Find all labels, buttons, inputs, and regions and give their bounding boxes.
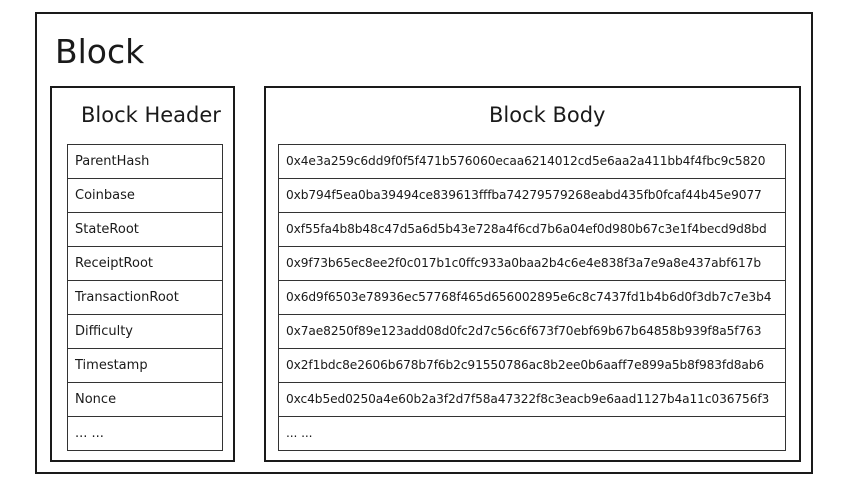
header-field-ellipsis: ... ... [68, 417, 222, 451]
header-field-nonce: Nonce [68, 383, 222, 417]
transaction-hash-row: 0x7ae8250f89e123add08d0fc2d7c56c6f673f70… [279, 315, 785, 349]
header-field-timestamp: Timestamp [68, 349, 222, 383]
block-header-panel [50, 86, 235, 462]
block-body-title: Block Body [489, 103, 606, 127]
transaction-hash-row: 0xb794f5ea0ba39494ce839613fffba742795792… [279, 179, 785, 213]
header-field-parenthash: ParentHash [68, 145, 222, 179]
header-field-difficulty: Difficulty [68, 315, 222, 349]
header-field-coinbase: Coinbase [68, 179, 222, 213]
transaction-hash-row: 0xc4b5ed0250a4e60b2a3f2d7f58a47322f8c3ea… [279, 383, 785, 417]
header-field-stateroot: StateRoot [68, 213, 222, 247]
block-container [35, 12, 813, 474]
transaction-hash-row: 0x6d9f6503e78936ec57768f465d656002895e6c… [279, 281, 785, 315]
transaction-hash-row: 0x9f73b65ec8ee2f0c017b1c0ffc933a0baa2b4c… [279, 247, 785, 281]
header-field-transactionroot: TransactionRoot [68, 281, 222, 315]
transaction-hash-row: 0x4e3a259c6dd9f0f5f471b576060ecaa6214012… [279, 145, 785, 179]
block-body-panel [264, 86, 801, 462]
transaction-hash-row: 0xf55fa4b8b48c47d5a6d5b43e728a4f6cd7b6a0… [279, 213, 785, 247]
block-title: Block [55, 32, 145, 71]
header-field-receiptroot: ReceiptRoot [68, 247, 222, 281]
block-header-title: Block Header [81, 103, 221, 127]
block-header-fields: ParentHash Coinbase StateRoot ReceiptRoo… [67, 144, 223, 451]
block-body-transactions: 0x4e3a259c6dd9f0f5f471b576060ecaa6214012… [278, 144, 786, 451]
transaction-hash-ellipsis: ... ... [279, 417, 785, 451]
transaction-hash-row: 0x2f1bdc8e2606b678b7f6b2c91550786ac8b2ee… [279, 349, 785, 383]
